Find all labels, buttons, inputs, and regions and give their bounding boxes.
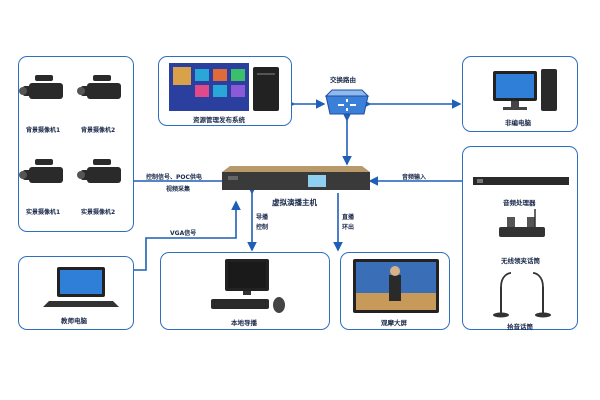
camera-icons xyxy=(19,75,121,183)
cam-bg-1-label: 背景摄像机1 xyxy=(26,127,61,134)
control-signal-label: 控制信号、POC供电 xyxy=(146,174,202,181)
host-icon xyxy=(222,166,370,190)
local-director-label: 本地导播 xyxy=(231,319,257,327)
resource-system-box: 资源管理发布系统 xyxy=(158,56,292,126)
audio-icons xyxy=(473,177,569,318)
laptop-icon xyxy=(43,267,119,307)
big-screen-label: 观摩大屏 xyxy=(381,319,407,327)
cam-real-1-label: 实景摄像机1 xyxy=(26,209,61,216)
video-capture-label: 视频采集 xyxy=(166,186,191,193)
edit-pc-icon xyxy=(493,69,557,111)
vga-label: VGA信号 xyxy=(170,230,197,237)
teacher-pc-box: 教师电脑 xyxy=(18,256,134,330)
guide-control-label-2: 控制 xyxy=(256,224,269,231)
host-device xyxy=(222,166,370,192)
cam-bg-2-label: 背景摄像机2 xyxy=(81,127,116,134)
resource-system-icon xyxy=(169,63,279,111)
guide-control-label-1: 导播 xyxy=(256,214,269,221)
live-loop-label-1: 直播 xyxy=(342,214,355,221)
link-teacher-host xyxy=(134,200,241,271)
edit-pc-box: 非编电脑 xyxy=(462,56,578,132)
live-loop-label-2: 环出 xyxy=(342,224,355,231)
big-screen-box: 观摩大屏 xyxy=(340,252,450,330)
local-director-icon xyxy=(211,259,285,313)
audio-input-label: 音频输入 xyxy=(402,174,427,181)
cameras-box: 背景摄像机1 背景摄像机2 实景摄像机1 实景摄像机2 xyxy=(18,56,134,232)
big-screen-icon xyxy=(353,259,439,313)
local-director-box: 本地导播 xyxy=(160,252,330,330)
router-node xyxy=(322,86,372,120)
resource-system-label: 资源管理发布系统 xyxy=(193,116,245,124)
router-label: 交换路由 xyxy=(330,76,356,84)
cam-real-2-label: 实景摄像机2 xyxy=(81,209,116,216)
gooseneck-mic-label: 拾音话筒 xyxy=(507,323,533,331)
host-label: 虚拟演播主机 xyxy=(272,198,317,207)
router-icon xyxy=(324,89,370,115)
edit-pc-label: 非编电脑 xyxy=(505,119,531,127)
audio-processor-label: 音频处理器 xyxy=(503,199,536,207)
teacher-pc-label: 教师电脑 xyxy=(61,317,87,325)
audio-box: 音频处理器 无线领夹话筒 拾音话筒 xyxy=(462,146,578,331)
wireless-mic-label: 无线领夹话筒 xyxy=(501,257,540,265)
